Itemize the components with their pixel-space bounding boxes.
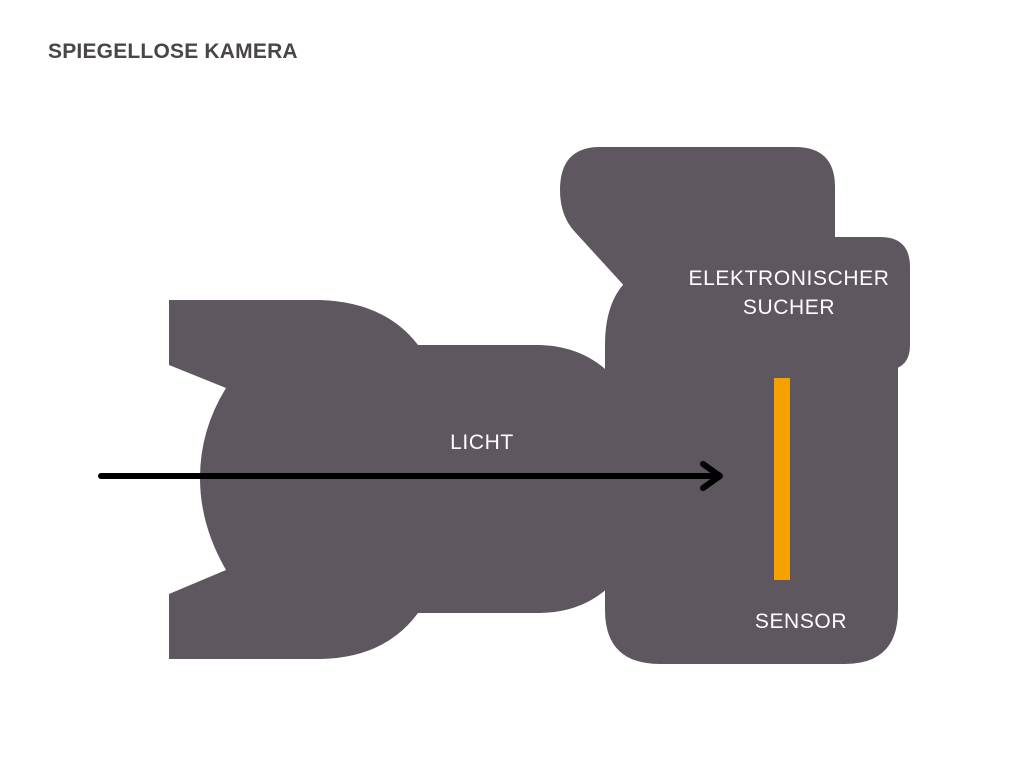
light-label: LICHT xyxy=(450,431,514,454)
sensor-bar xyxy=(774,378,790,580)
camera-lens xyxy=(169,300,630,659)
light-arrow-head xyxy=(700,461,723,491)
camera-grip xyxy=(835,237,910,370)
camera-body xyxy=(605,260,898,664)
viewfinder-hump xyxy=(560,147,835,290)
page-title: SPIEGELLOSE KAMERA xyxy=(48,40,298,63)
viewfinder-label-line1: ELEKTRONISCHER xyxy=(689,267,890,290)
sensor-label: SENSOR xyxy=(755,610,847,633)
viewfinder-label-line2: SUCHER xyxy=(743,296,835,319)
